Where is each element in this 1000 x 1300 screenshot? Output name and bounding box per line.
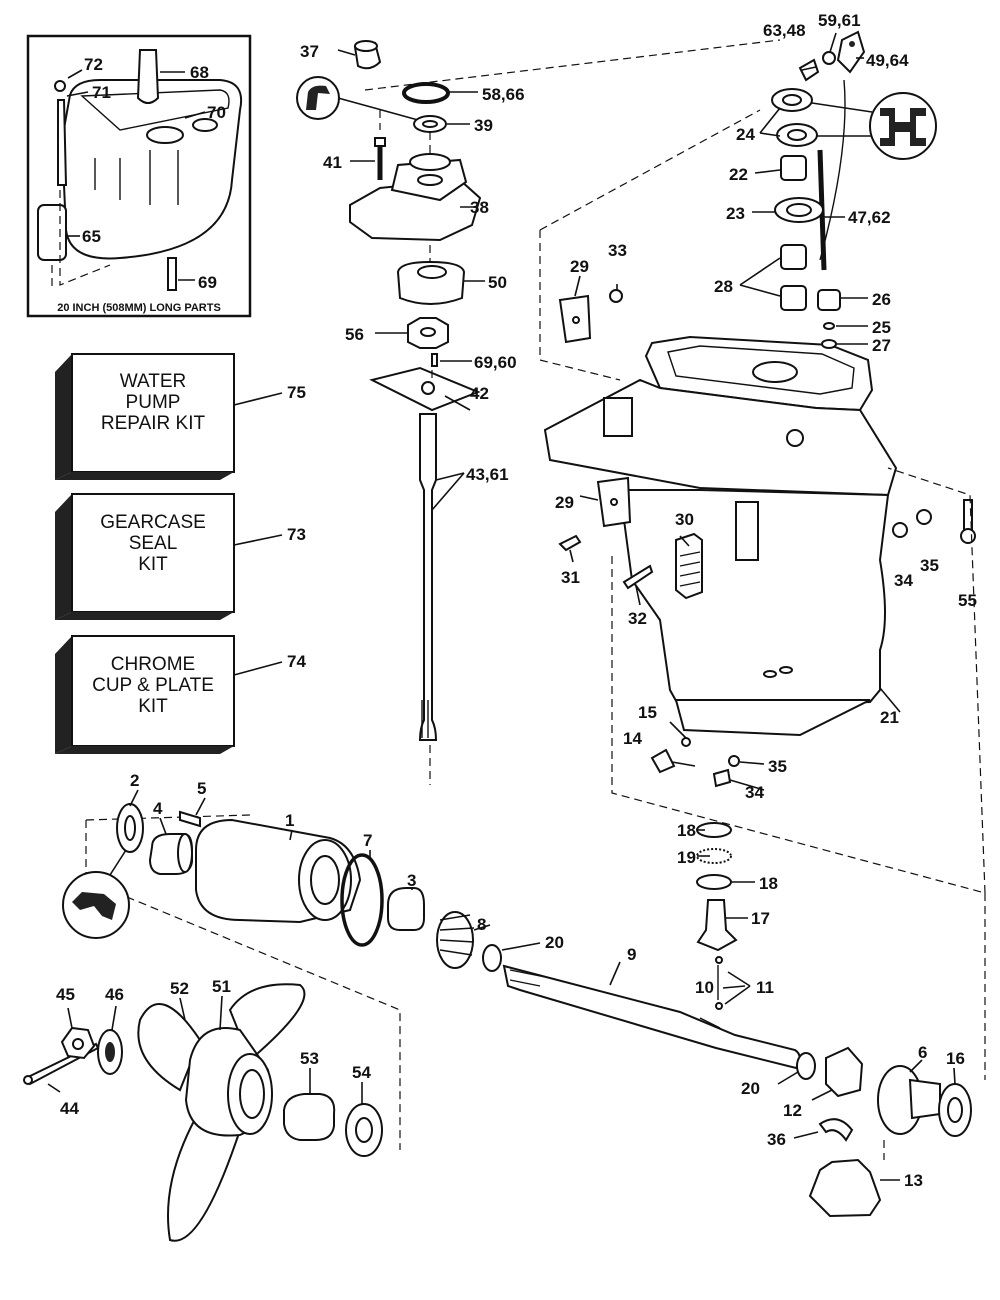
label-34-right: 34 (894, 571, 913, 590)
propeller-group (23, 983, 383, 1242)
label-4: 4 (153, 799, 163, 818)
label-34-bottom: 34 (745, 783, 764, 802)
kit-box-gearcase-seal: GEARCASE SEAL KIT 73 (55, 493, 306, 620)
inset-label-70: 70 (207, 103, 226, 122)
label-42: 42 (470, 384, 489, 403)
kit-box-chrome-cup-plate: CHROME CUP & PLATE KIT 74 (55, 635, 306, 754)
label-41: 41 (323, 153, 342, 172)
water-pump-stack (296, 40, 485, 785)
label-2: 2 (130, 771, 139, 790)
label-23: 23 (726, 204, 745, 223)
label-36: 36 (767, 1130, 786, 1149)
label-20-right: 20 (741, 1079, 760, 1098)
label-8: 8 (477, 915, 486, 934)
kit-text-line: REPAIR KIT (101, 413, 206, 434)
kit-text-line: SEAL (129, 533, 178, 554)
label-35-bottom: 35 (768, 757, 787, 776)
inset-label-72: 72 (84, 55, 103, 74)
label-18-bottom: 18 (759, 874, 778, 893)
label-30: 30 (675, 510, 694, 529)
inset-label-71: 71 (92, 83, 111, 102)
kit-text-line: KIT (138, 696, 168, 717)
label-24: 24 (736, 125, 755, 144)
label-49-64: 49,64 (866, 51, 909, 70)
label-7: 7 (363, 831, 372, 850)
kit-number-74: 74 (287, 652, 306, 671)
kit-text-line: KIT (138, 554, 168, 575)
kit-text-line: CHROME (111, 654, 195, 675)
label-39: 39 (474, 116, 493, 135)
gearcase-housing (364, 39, 986, 894)
label-5: 5 (197, 779, 206, 798)
label-47-62: 47,62 (848, 208, 891, 227)
label-29-side: 29 (555, 493, 574, 512)
label-32: 32 (628, 609, 647, 628)
kit-text-line: PUMP (126, 392, 181, 413)
label-52: 52 (170, 979, 189, 998)
label-55: 55 (958, 591, 977, 610)
label-15: 15 (638, 703, 657, 722)
label-33: 33 (608, 241, 627, 260)
prop-shaft-assembly (62, 789, 986, 1218)
label-6: 6 (918, 1043, 927, 1062)
inset-label-69: 69 (198, 273, 217, 292)
label-20-left: 20 (545, 933, 564, 952)
label-16: 16 (946, 1049, 965, 1068)
label-54: 54 (352, 1063, 371, 1082)
kit-number-73: 73 (287, 525, 306, 544)
label-9: 9 (627, 945, 636, 964)
label-12: 12 (783, 1101, 802, 1120)
label-3: 3 (407, 871, 416, 890)
label-45: 45 (56, 985, 75, 1004)
kit-text-line: WATER (120, 371, 187, 392)
label-46: 46 (105, 985, 124, 1004)
label-59-61: 59,61 (818, 11, 861, 30)
label-25: 25 (872, 318, 891, 337)
label-13: 13 (904, 1171, 923, 1190)
label-43-61: 43,61 (466, 465, 509, 484)
label-35-right: 35 (920, 556, 939, 575)
label-44: 44 (60, 1099, 79, 1118)
kit-text-line: CUP & PLATE (92, 675, 214, 696)
label-1: 1 (285, 811, 294, 830)
inset-caption: 20 INCH (508MM) LONG PARTS (57, 302, 221, 314)
label-28: 28 (714, 277, 733, 296)
label-63-48: 63,48 (763, 21, 806, 40)
shift-rod-bearings (739, 30, 937, 349)
label-29-top: 29 (570, 257, 589, 276)
label-27: 27 (872, 336, 891, 355)
label-18-top: 18 (677, 821, 696, 840)
long-parts-inset: 72 71 68 70 65 69 20 INCH (508MM) LONG P… (26, 34, 252, 318)
label-14: 14 (623, 729, 642, 748)
label-17: 17 (751, 909, 770, 928)
label-19: 19 (677, 848, 696, 867)
kit-number-75: 75 (287, 383, 306, 402)
label-21: 21 (880, 708, 899, 727)
label-50: 50 (488, 273, 507, 292)
inset-label-65: 65 (82, 227, 101, 246)
label-31: 31 (561, 568, 580, 587)
label-22: 22 (729, 165, 748, 184)
label-38: 38 (470, 198, 489, 217)
label-56: 56 (345, 325, 364, 344)
label-53: 53 (300, 1049, 319, 1068)
label-26: 26 (872, 290, 891, 309)
kit-box-water-pump: WATER PUMP REPAIR KIT 75 (55, 353, 306, 480)
label-37: 37 (300, 42, 319, 61)
label-11: 11 (756, 978, 774, 997)
label-51: 51 (212, 977, 231, 996)
label-69-60: 69,60 (474, 353, 517, 372)
label-10: 10 (695, 978, 714, 997)
label-58-66: 58,66 (482, 85, 525, 104)
inset-label-68: 68 (190, 63, 209, 82)
kit-text-line: GEARCASE (100, 512, 206, 533)
